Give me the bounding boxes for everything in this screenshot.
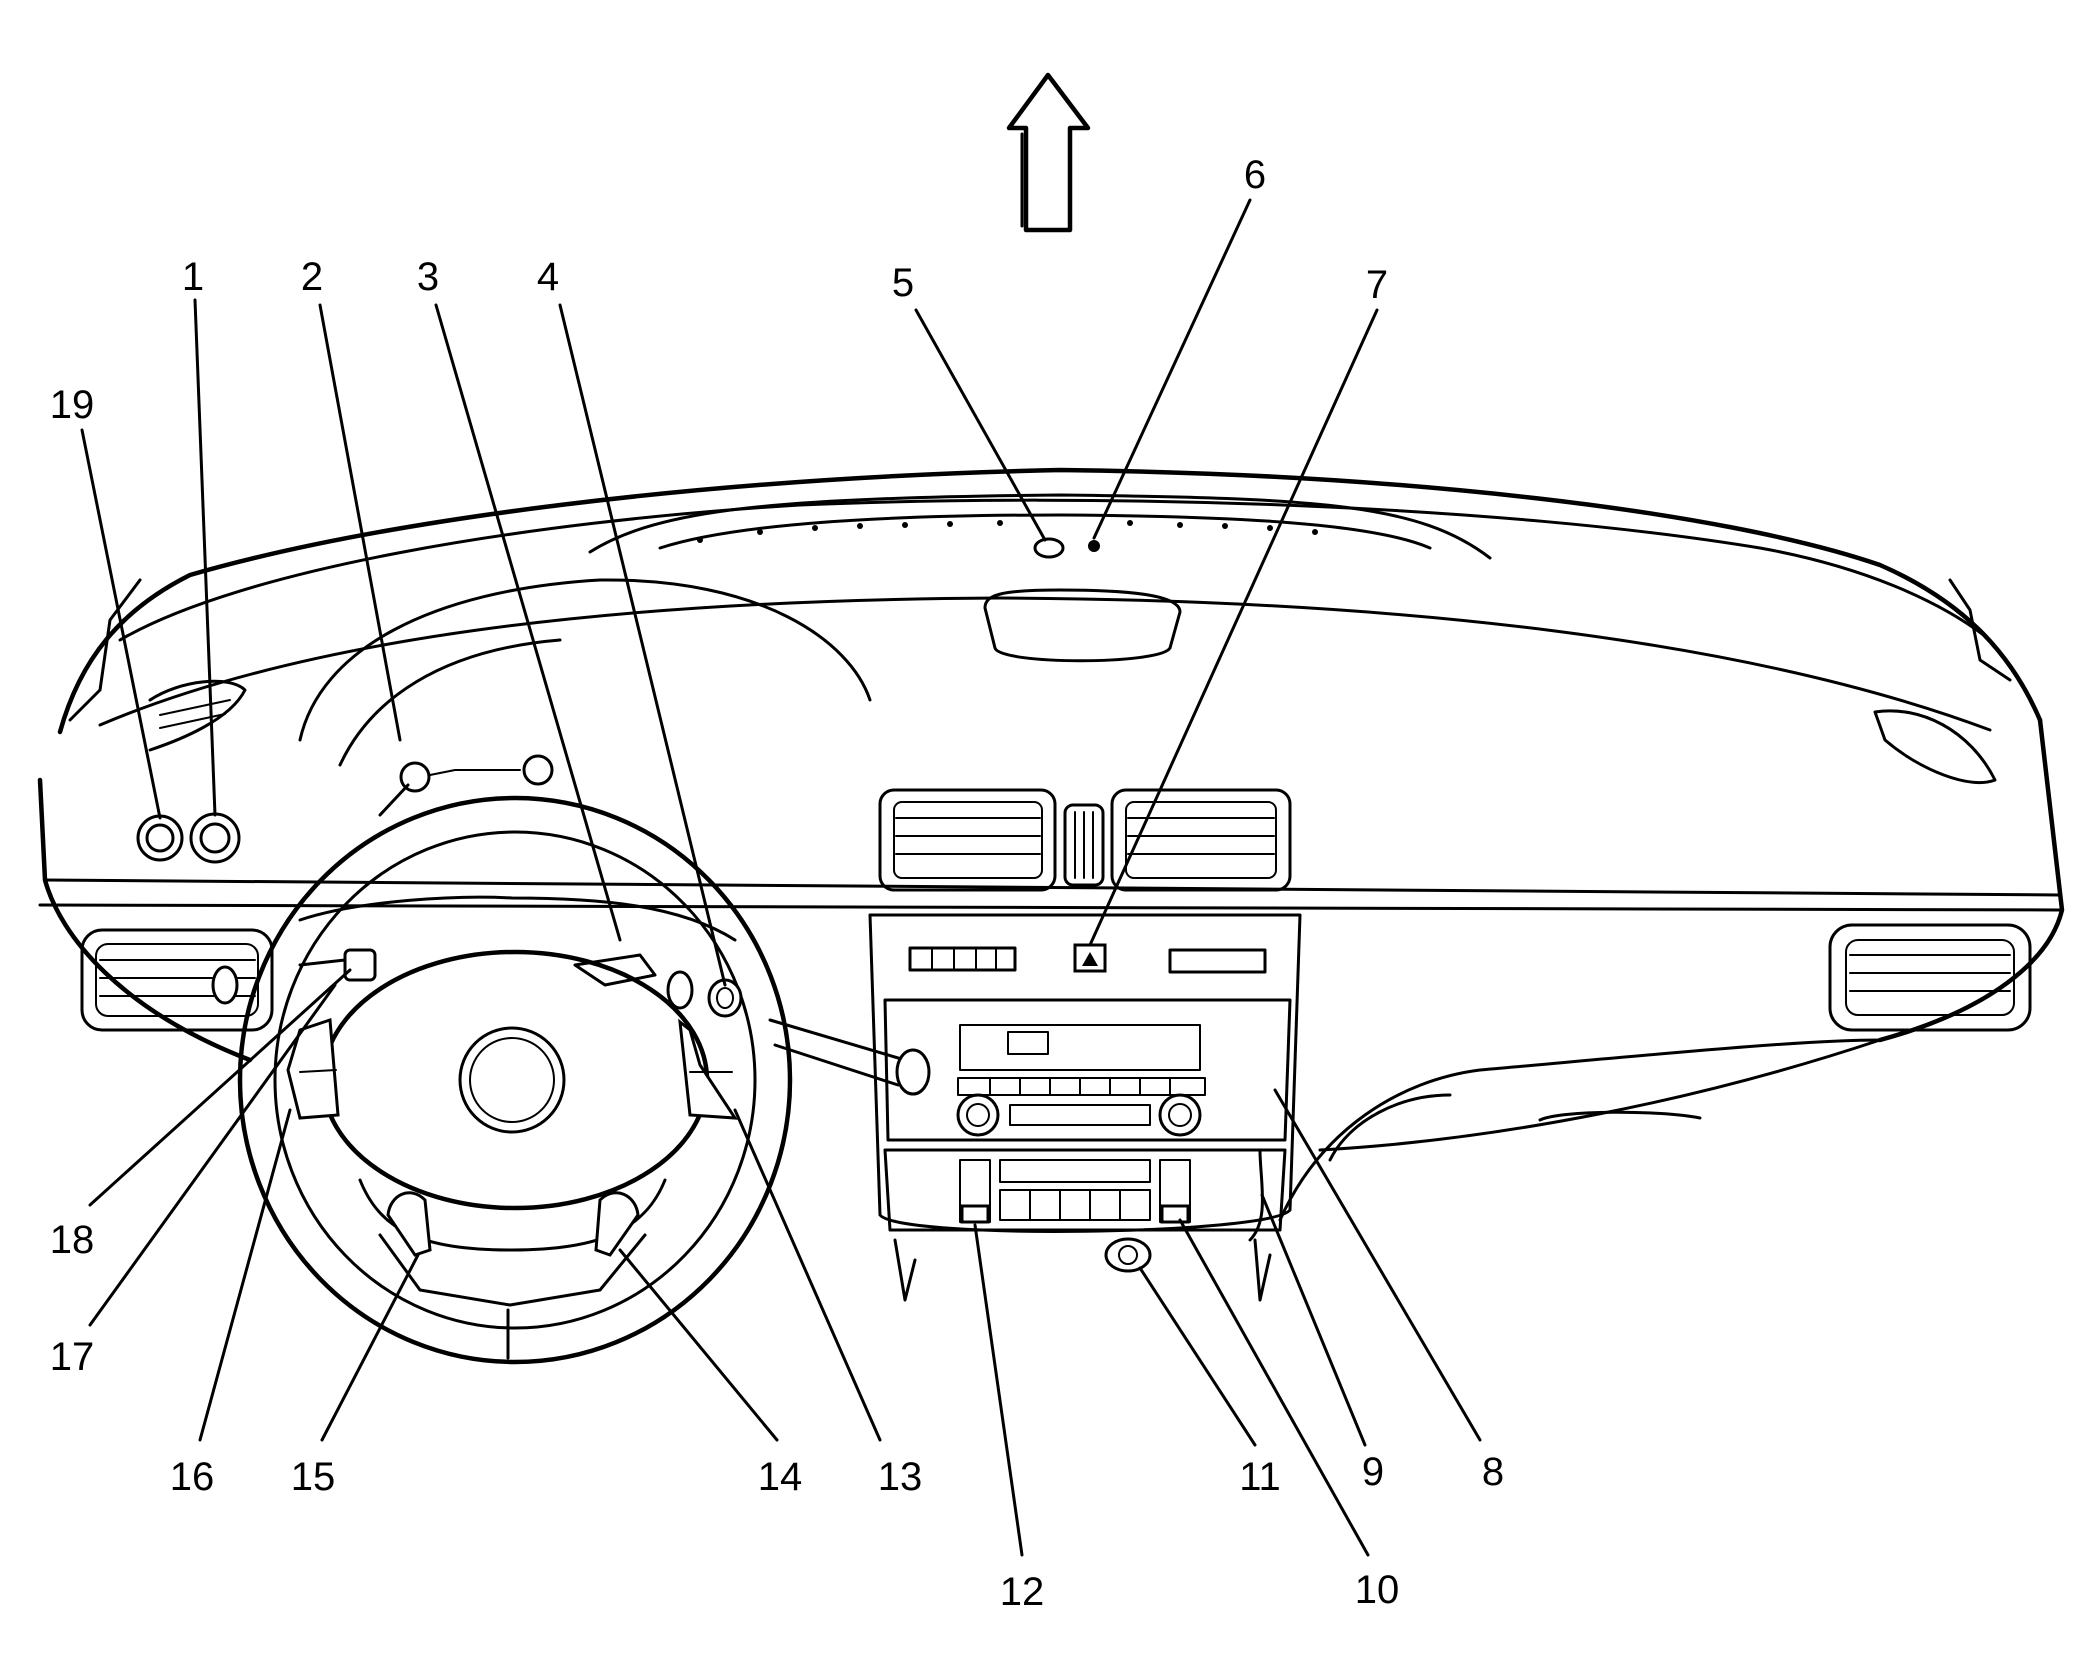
leader-1 <box>193 298 217 817</box>
callout-8: 8 <box>1482 1450 1504 1494</box>
leader-8 <box>1273 1088 1482 1442</box>
callout-13: 13 <box>878 1455 923 1499</box>
leader-17 <box>88 983 337 1327</box>
lower-right-spoke-switch <box>594 1191 640 1257</box>
callout-3: 3 <box>417 255 439 299</box>
leader-9 <box>1260 1193 1367 1447</box>
leader-13 <box>733 1108 882 1442</box>
leader-11 <box>1138 1266 1257 1447</box>
steering-wheel <box>211 754 793 1365</box>
defroster-dots <box>697 520 1318 543</box>
leader-7 <box>1088 308 1379 947</box>
callout-5: 5 <box>892 261 914 305</box>
leader-6 <box>1092 198 1252 540</box>
callout-2: 2 <box>301 255 323 299</box>
leader-14 <box>618 1248 779 1442</box>
left-seat-heater-switch <box>960 1204 990 1224</box>
callout-4: 4 <box>537 255 559 299</box>
leader-4 <box>558 303 727 987</box>
callout-11: 11 <box>1239 1455 1281 1499</box>
instrument-panel-outline <box>37 467 2065 1302</box>
callout-15: 15 <box>291 1455 336 1499</box>
ambient-light-sensor <box>1088 540 1100 552</box>
right-wheel-controls <box>678 1018 738 1120</box>
turn-signal-stalk <box>343 948 377 982</box>
right-seat-heater-switch <box>1160 1204 1190 1224</box>
leader-16 <box>198 1108 292 1442</box>
callout-14: 14 <box>758 1455 803 1499</box>
callout-7: 7 <box>1366 263 1388 307</box>
leader-2 <box>318 303 402 742</box>
callout-labels: 1 2 3 4 5 6 7 8 9 10 11 12 13 14 15 16 1… <box>50 153 1504 1614</box>
leader-lines <box>80 198 1482 1557</box>
callout-16: 16 <box>170 1455 215 1499</box>
leader-18 <box>88 968 352 1207</box>
callout-18: 18 <box>50 1218 95 1262</box>
callout-12: 12 <box>1000 1570 1045 1614</box>
leader-5 <box>914 308 1047 542</box>
fog-lamp-switch <box>136 814 184 862</box>
callout-10: 10 <box>1355 1568 1400 1612</box>
accessory-outlet <box>1104 1237 1152 1273</box>
forward-arrow-icon <box>1006 72 1091 233</box>
lower-left-spoke-switch <box>386 1191 432 1257</box>
callout-17: 17 <box>50 1335 95 1379</box>
callout-1: 1 <box>182 255 204 299</box>
leader-15 <box>320 1253 420 1442</box>
callout-6: 6 <box>1244 153 1266 197</box>
leader-3 <box>434 303 622 942</box>
callout-19: 19 <box>50 383 95 427</box>
leader-19 <box>80 428 162 820</box>
sunload-sensor <box>1033 537 1065 559</box>
callout-9: 9 <box>1362 1450 1384 1494</box>
headlamp-switch <box>189 812 241 864</box>
leader-10 <box>1178 1218 1370 1557</box>
left-wheel-controls <box>286 1017 340 1120</box>
leader-12 <box>973 1223 1024 1557</box>
